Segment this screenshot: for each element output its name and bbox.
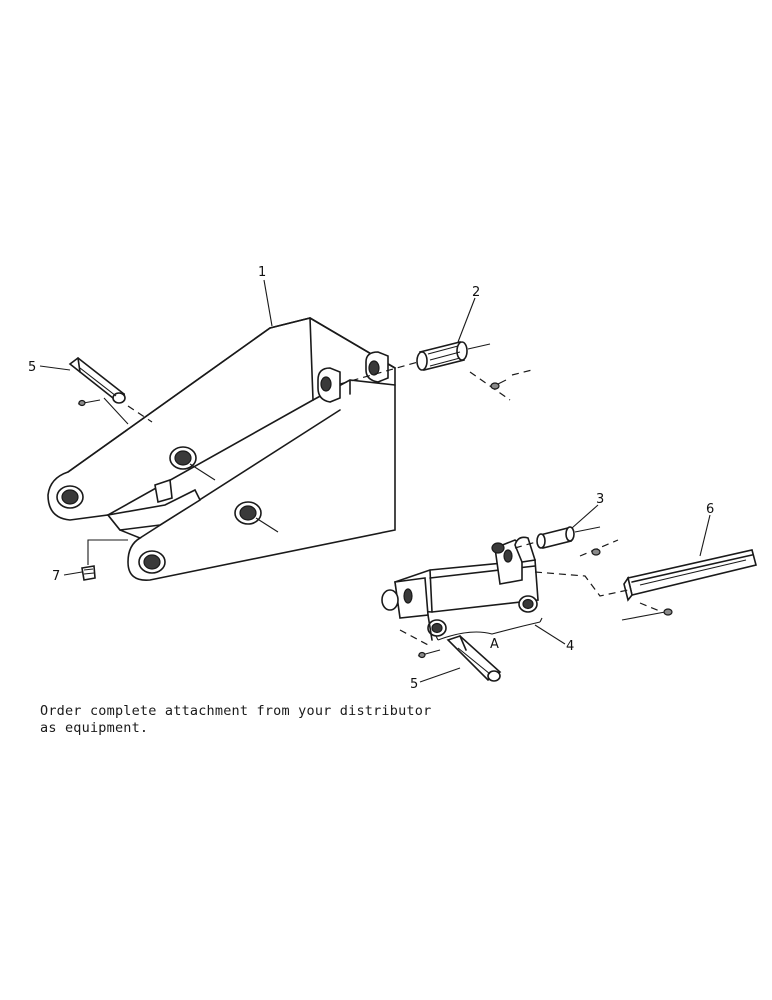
front-pivot-bushing bbox=[56, 485, 84, 509]
bar-axis bbox=[534, 571, 629, 597]
order-note-line-2: as equipment. bbox=[40, 720, 149, 736]
dimension-a bbox=[435, 617, 543, 641]
boom-frame bbox=[47, 317, 396, 581]
upper-bushing bbox=[169, 446, 197, 470]
pin-axis-3 bbox=[514, 541, 537, 549]
carriage-part-4 bbox=[381, 536, 539, 641]
screw-part-7 bbox=[81, 565, 96, 581]
pin-part-5-upper bbox=[68, 356, 126, 407]
pin-part-5-lower bbox=[417, 635, 502, 682]
bushing-axis bbox=[339, 361, 419, 385]
lower-pivot-bushing bbox=[138, 550, 166, 574]
bar-bolt bbox=[621, 602, 673, 621]
callout-1: 1 bbox=[258, 265, 266, 280]
bar-part-6 bbox=[623, 549, 757, 602]
pin-part-3 bbox=[536, 526, 575, 549]
dimension-a-label: A bbox=[490, 637, 499, 652]
middle-bushing bbox=[234, 501, 262, 525]
order-note: Order complete attachment from your dist… bbox=[40, 703, 480, 737]
bushing-part-2 bbox=[416, 341, 468, 371]
pin-axis-upper bbox=[127, 405, 153, 423]
roll-pin bbox=[469, 369, 533, 401]
callout-4: 4 bbox=[566, 639, 574, 654]
callout-5-upper: 5 bbox=[28, 360, 36, 375]
rear-mounting-ears bbox=[317, 351, 389, 403]
callout-3: 3 bbox=[596, 492, 604, 507]
leader-to-screw bbox=[87, 539, 128, 565]
callout-6: 6 bbox=[706, 502, 714, 517]
callout-leaders bbox=[39, 279, 711, 683]
callout-5-lower: 5 bbox=[410, 677, 418, 692]
callout-7: 7 bbox=[52, 569, 60, 584]
cotter-pin bbox=[579, 539, 619, 557]
order-note-line-1: Order complete attachment from your dist… bbox=[40, 703, 432, 719]
callout-2: 2 bbox=[472, 285, 480, 300]
